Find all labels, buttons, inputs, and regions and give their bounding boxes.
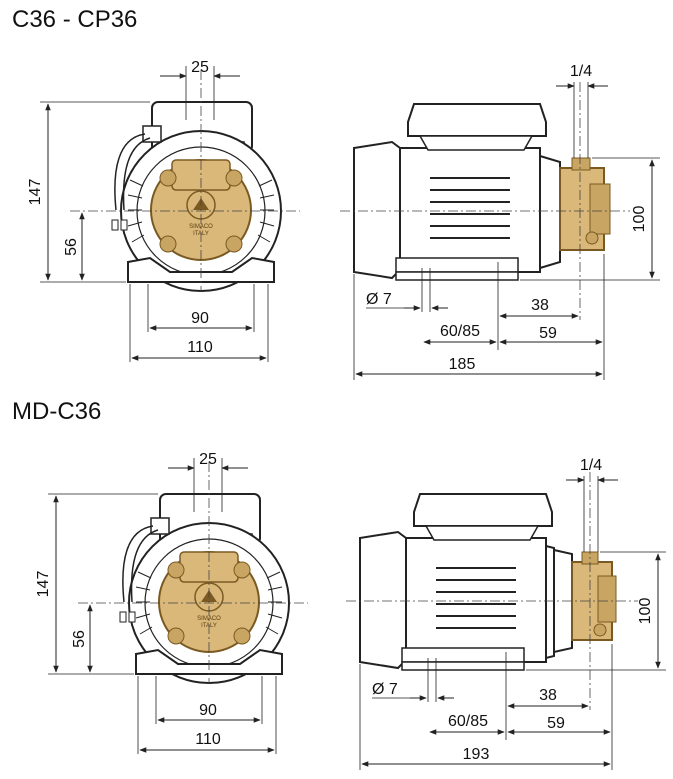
front-view-1: SIMACO ITALY 25 147 56 90 110 xyxy=(27,59,300,362)
dim-mount: 60/85 xyxy=(440,323,480,340)
dim-top-width-2: 25 xyxy=(199,451,217,468)
dim-port-2: 1/4 xyxy=(580,457,602,474)
dim-side-height: 100 xyxy=(631,206,648,233)
motor-fins xyxy=(430,177,510,239)
dim-hole-2: Ø 7 xyxy=(372,681,398,698)
dim-inlet: 38 xyxy=(531,297,549,314)
dim-outlet-2: 59 xyxy=(547,715,565,732)
side-view-2: 1/4 100 Ø 7 38 60/85 59 193 xyxy=(346,457,666,770)
dim-height: 147 xyxy=(27,179,44,206)
front-view-2: SIMACO ITALY 25 147 56 90 110 xyxy=(35,451,308,754)
dim-base-inner: 90 xyxy=(191,310,209,327)
dim-inlet-2: 38 xyxy=(539,687,557,704)
dim-base-outer: 110 xyxy=(187,339,213,356)
side-view-1: 1/4 100 Ø 7 38 60/85 59 185 xyxy=(340,63,660,380)
dim-port: 1/4 xyxy=(570,63,592,80)
dim-axis-height-2: 56 xyxy=(71,630,88,648)
dim-hole: Ø 7 xyxy=(366,291,392,308)
dim-outlet: 59 xyxy=(539,325,557,342)
section-title-md-c36: MD-C36 xyxy=(12,398,102,425)
dim-top-width: 25 xyxy=(191,59,209,76)
dim-axis-height: 56 xyxy=(63,238,80,256)
dim-mount-2: 60/85 xyxy=(448,713,488,730)
dim-length: 185 xyxy=(449,356,476,373)
dim-height-2: 147 xyxy=(35,571,52,598)
dim-length-2: 193 xyxy=(463,746,490,763)
dim-base-outer-2: 110 xyxy=(195,731,221,748)
dim-side-height-2: 100 xyxy=(637,598,654,625)
section-title-c36: C36 - CP36 xyxy=(12,6,138,33)
cooling-ribs xyxy=(127,179,275,243)
dim-base-inner-2: 90 xyxy=(199,702,217,719)
